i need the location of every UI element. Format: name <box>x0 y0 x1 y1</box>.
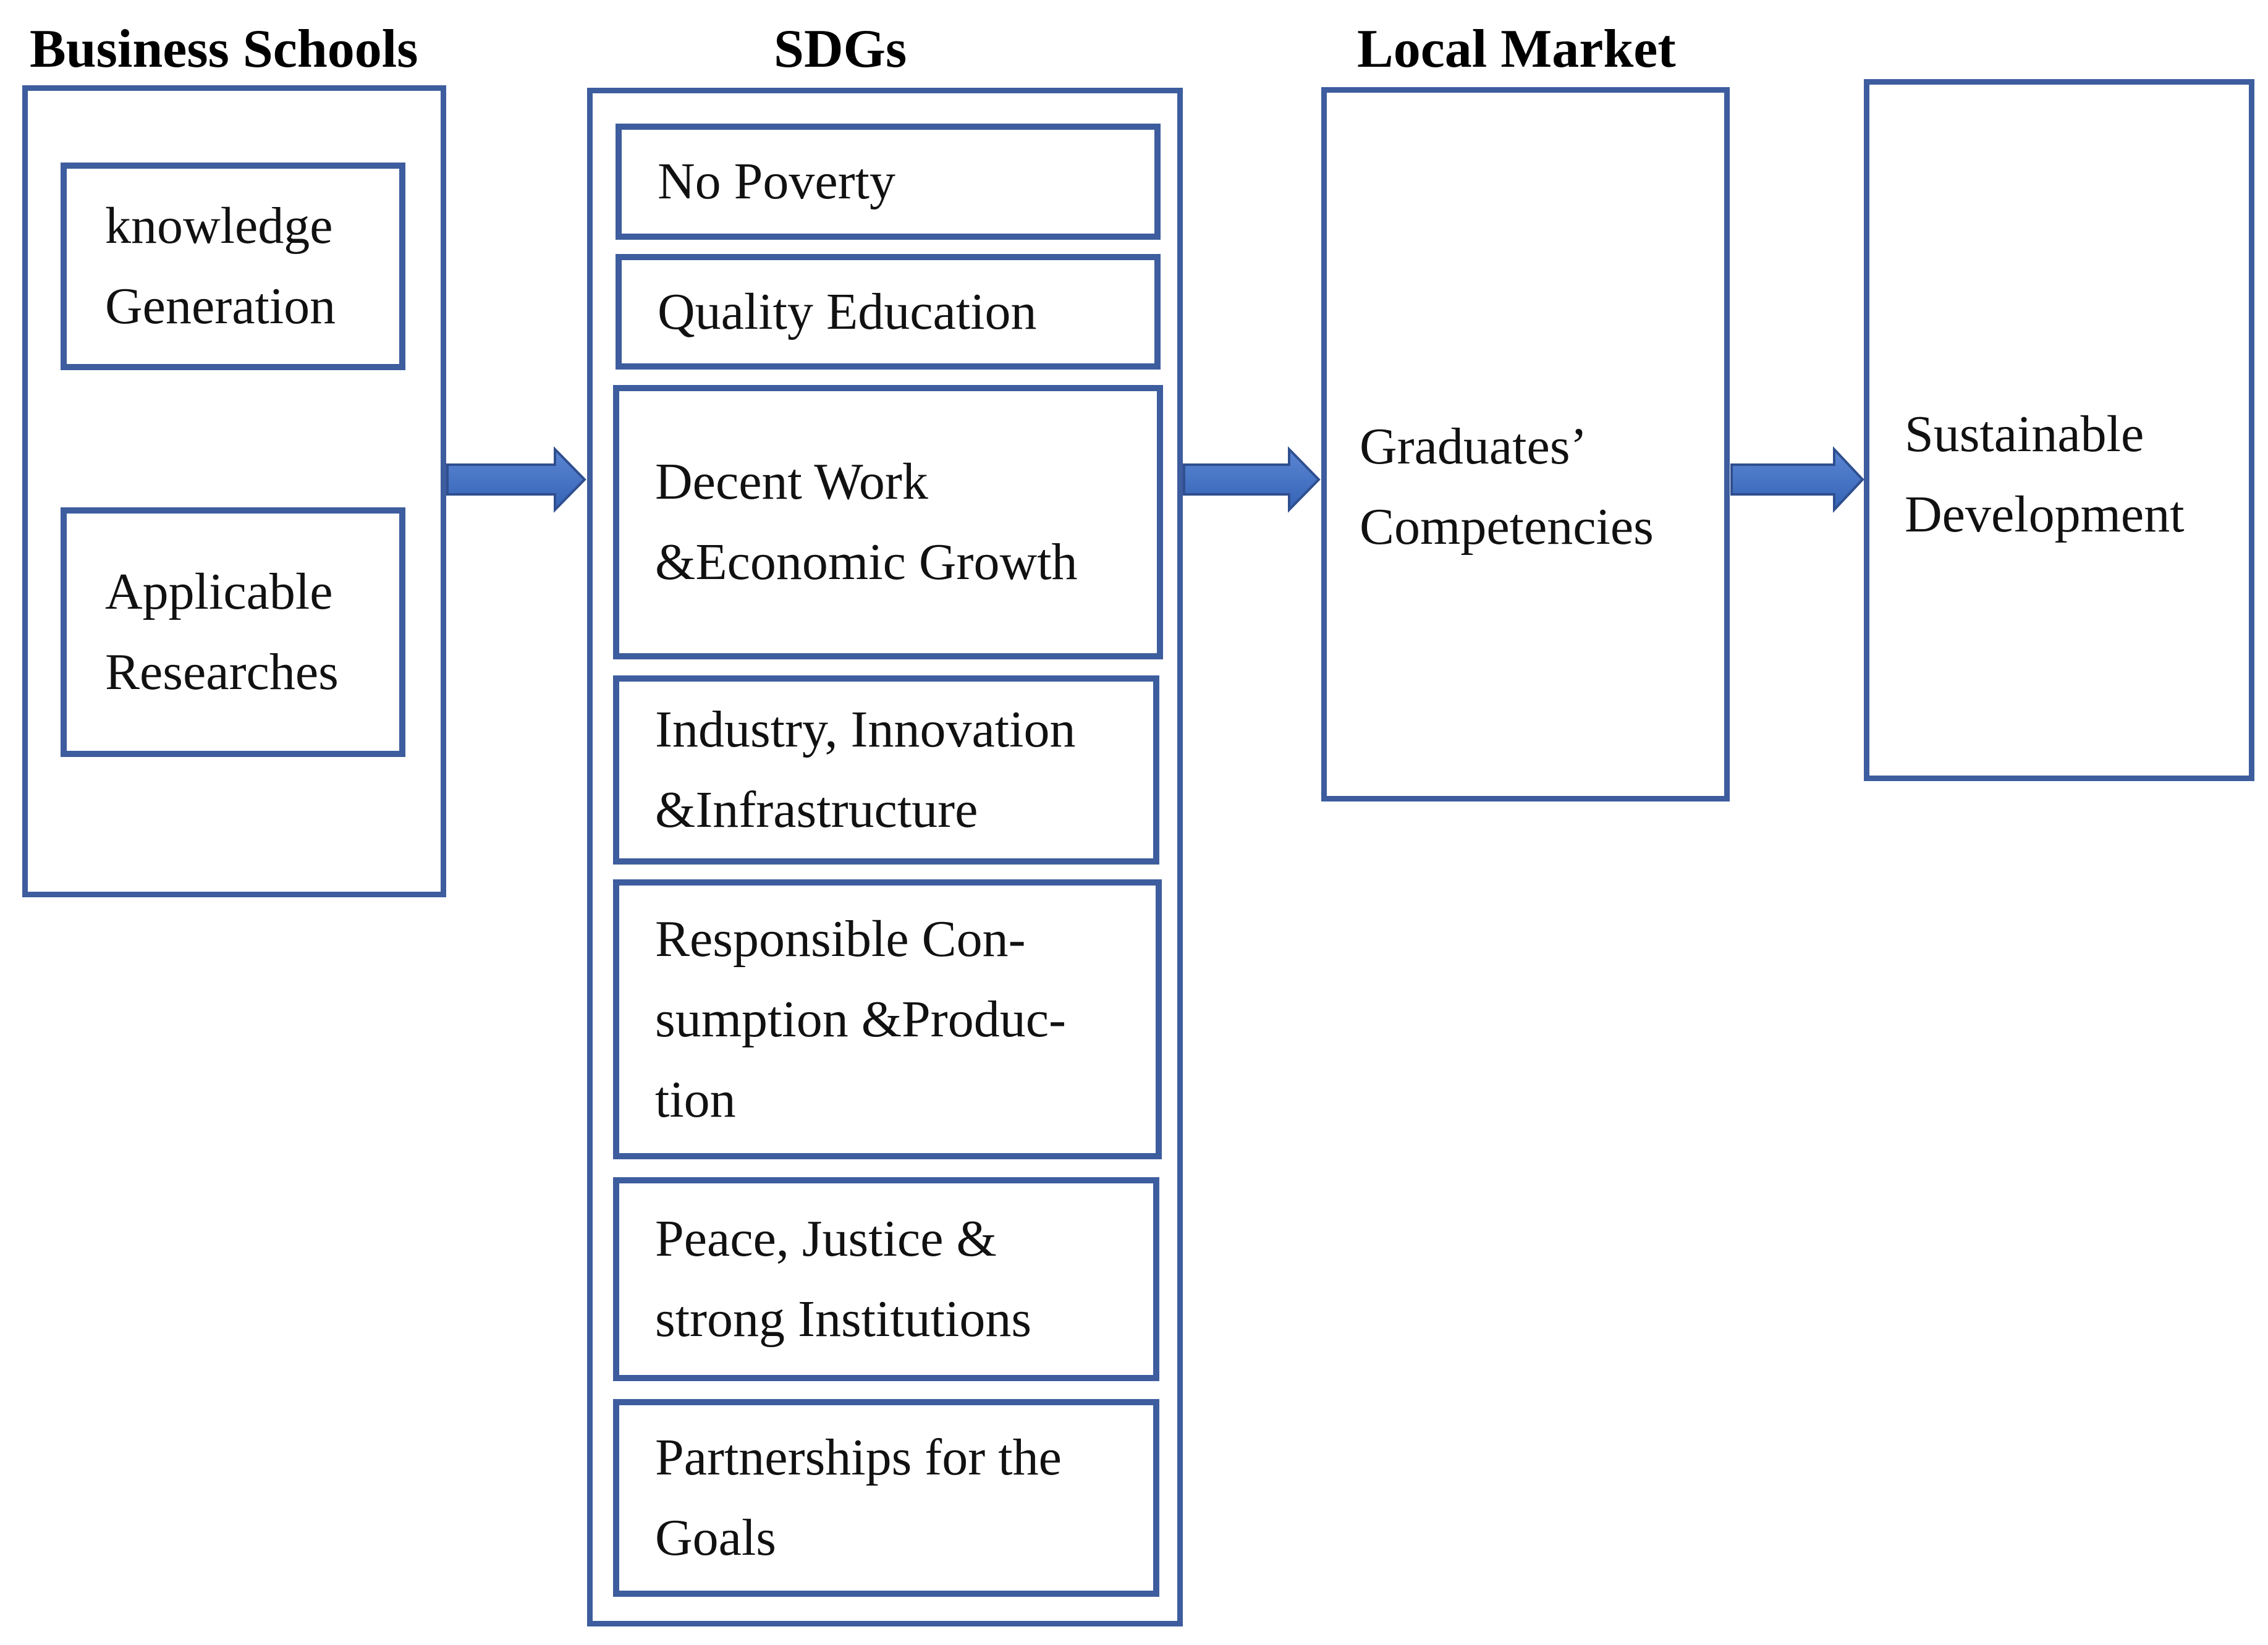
header-sdgs: SDGs <box>774 19 907 79</box>
sdg-item-industry-innovation: Industry, Innovation &Infrastructure <box>613 675 1159 865</box>
sustainable-development-label: Sustainable Development <box>1905 405 2185 543</box>
sdg-item-responsible-consumption: Responsible Con- sumption &Produc- tion <box>613 879 1162 1159</box>
knowledge-generation-box: knowledge Generation <box>61 163 405 370</box>
applicable-researches-box: Applicable Researches <box>61 507 405 757</box>
sdg-item-quality-education: Quality Education <box>616 254 1161 370</box>
header-local-market: Local Market <box>1357 19 1676 79</box>
sdg-item-no-poverty: No Poverty <box>616 124 1161 240</box>
local-market-box <box>1321 87 1730 801</box>
sustainable-development-box <box>1864 79 2254 781</box>
arrow-icon <box>446 446 586 513</box>
arrow-icon <box>1183 446 1321 513</box>
header-business-schools: Business Schools <box>30 19 418 79</box>
sdg-item-peace-justice: Peace, Justice & strong Institutions <box>613 1177 1159 1381</box>
sdg-item-partnerships: Partnerships for the Goals <box>613 1399 1159 1597</box>
graduates-competencies-label: Graduates’ Competencies <box>1360 418 1654 556</box>
sdg-item-decent-work: Decent Work &Economic Growth <box>613 385 1163 659</box>
arrow-icon <box>1730 446 1864 514</box>
